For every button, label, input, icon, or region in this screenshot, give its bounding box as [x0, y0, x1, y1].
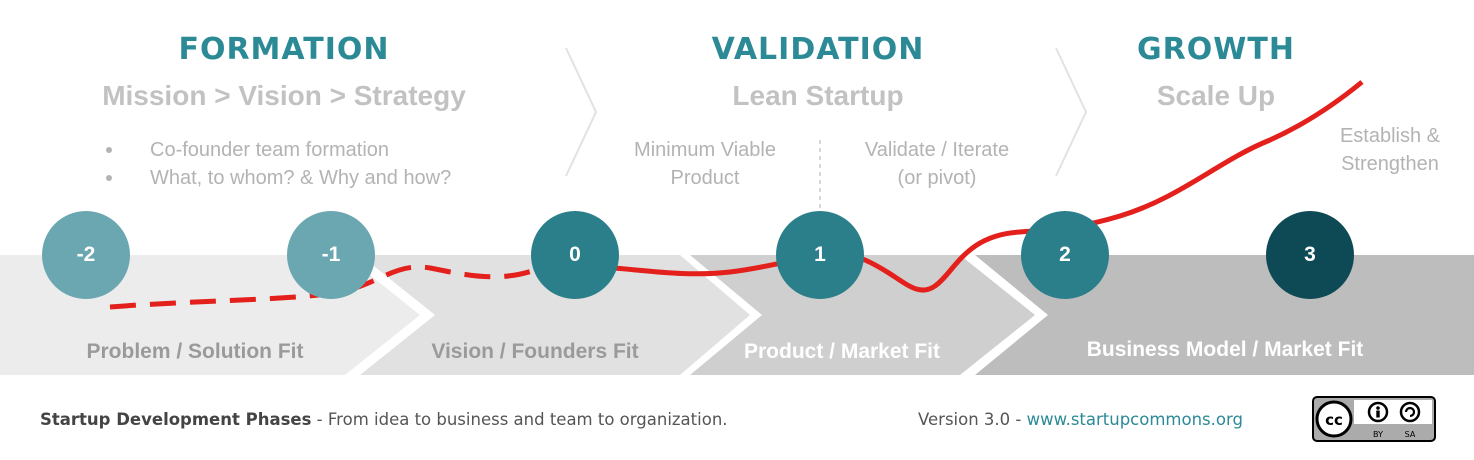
stage-shape-business-model — [975, 255, 1474, 375]
footer-version-line: Version 3.0 - www.startupcommons.org — [918, 410, 1243, 429]
phase-divider-1 — [565, 47, 598, 177]
milestone-circle: 0 — [531, 211, 619, 299]
milestone-circle: 2 — [1021, 211, 1109, 299]
growth-note-line: Establish & — [1339, 125, 1441, 147]
progress-curve-dashed — [109, 264, 536, 310]
mvp-note-line: Product — [670, 167, 740, 189]
phase-title-validation: VALIDATION — [711, 32, 925, 67]
growth-note-line: Strengthen — [1341, 153, 1439, 175]
validate-note-line: (or pivot) — [897, 167, 977, 189]
stage-label-product-market: Product / Market Fit — [743, 340, 941, 363]
phase-subtitle-formation: Mission > Vision > Strategy — [102, 80, 466, 111]
stage-shape-vision-founders — [360, 255, 750, 375]
phase-subtitle-validation: Lean Startup — [732, 80, 904, 111]
phase-title-growth: GROWTH — [1137, 32, 1295, 67]
progress-curve-solid — [534, 80, 1364, 293]
milestone-circle: -1 — [287, 211, 375, 299]
sa-badge-text: SA — [1405, 430, 1416, 439]
growth-note: Establish & Strengthen — [1310, 122, 1470, 178]
milestone-circle: -2 — [42, 211, 130, 299]
milestone-circle: 1 — [776, 211, 864, 299]
cc-badge-text: cc — [1325, 411, 1343, 429]
stage-shape-product-market — [690, 255, 1035, 375]
footer-version: Version 3.0 - — [918, 410, 1027, 429]
stage-label-problem-solution: Problem / Solution Fit — [86, 340, 304, 363]
validate-note-line: Validate / Iterate — [864, 139, 1010, 161]
formation-bullet-list: Co-founder team formation What, to whom?… — [100, 136, 451, 192]
footer-caption: Startup Development Phases - From idea t… — [40, 410, 728, 429]
phase-divider-2 — [1055, 47, 1088, 177]
validate-note: Validate / Iterate (or pivot) — [832, 136, 1042, 192]
footer-title: Startup Development Phases — [40, 410, 312, 429]
footer-url-link[interactable]: www.startupcommons.org — [1026, 410, 1243, 429]
milestone-circle: 3 — [1266, 211, 1354, 299]
phase-title-formation: FORMATION — [178, 32, 390, 67]
stage-label-vision-founders: Vision / Founders Fit — [431, 340, 639, 363]
stage-label-business-model: Business Model / Market Fit — [1086, 338, 1364, 361]
mvp-note: Minimum Viable Product — [600, 136, 810, 192]
by-badge-text: BY — [1373, 430, 1383, 439]
phase-subtitle-growth: Scale Up — [1156, 80, 1276, 111]
formation-bullet: Co-founder team formation — [100, 136, 451, 164]
formation-bullet: What, to whom? & Why and how? — [100, 164, 451, 192]
mvp-note-line: Minimum Viable — [634, 139, 776, 161]
footer-description: - From idea to business and team to orga… — [311, 410, 728, 429]
cc-by-sa-license-icon[interactable]: cc BY SA — [1312, 396, 1436, 442]
